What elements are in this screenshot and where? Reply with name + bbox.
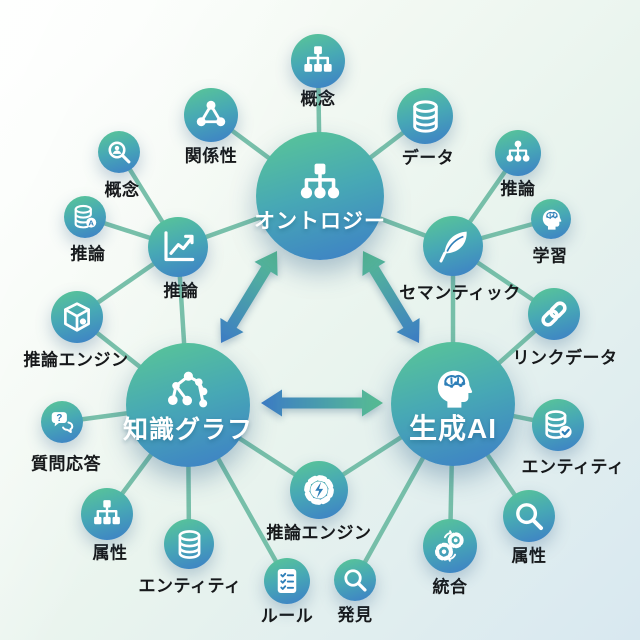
hierarchy-circles-icon <box>503 138 533 168</box>
node-label: 学習 <box>532 246 568 266</box>
node-inference-chart <box>148 217 208 277</box>
feather-icon <box>433 226 473 266</box>
node-semantic <box>423 216 483 276</box>
node-label: エンティティ <box>138 576 242 596</box>
search-icon <box>512 499 546 533</box>
cube-icon <box>60 300 94 334</box>
double-arrow <box>261 389 383 417</box>
node-generative-ai: 生成AI <box>391 342 515 466</box>
brain-head-icon <box>538 206 564 232</box>
svg-text:A: A <box>88 218 94 227</box>
gears-sync-icon <box>432 528 468 564</box>
org-chart-icon <box>295 159 345 209</box>
database-a-icon: A <box>71 203 99 231</box>
double-arrow <box>362 251 420 343</box>
node-label: 発見 <box>337 605 373 625</box>
svg-text:?: ? <box>56 413 62 424</box>
node-data <box>397 88 453 144</box>
gear-bolt-icon <box>300 471 338 509</box>
node-label: リンクデータ <box>512 348 618 368</box>
hierarchy-icon <box>90 497 124 531</box>
node-label: 推論エンジン <box>23 350 129 370</box>
node-inference-db: A <box>64 196 106 238</box>
node-learning <box>531 199 571 239</box>
node-relationship <box>184 88 238 142</box>
node-entity-bottom <box>164 519 214 569</box>
node-rule <box>264 558 310 604</box>
database-icon <box>173 528 206 561</box>
node-label: エンティティ <box>521 457 625 477</box>
hierarchy-icon <box>300 43 336 79</box>
database-icon <box>407 98 444 135</box>
node-label: 推論エンジン <box>266 523 372 543</box>
ai-head-brain-icon <box>429 364 477 412</box>
node-label: 推論 <box>500 179 536 199</box>
database-check-icon <box>541 408 575 442</box>
network-graph-icon <box>164 367 212 415</box>
node-label: オントロジー <box>254 209 386 233</box>
node-label: 質問応答 <box>31 454 101 474</box>
node-label: 推論 <box>163 281 199 301</box>
checklist-icon <box>272 566 302 596</box>
node-label: 属性 <box>511 546 547 566</box>
node-label: 関係性 <box>184 146 238 166</box>
node-label: 生成AI <box>408 413 497 445</box>
node-label: 推論 <box>70 244 106 264</box>
node-label: 知識グラフ <box>123 415 254 444</box>
node-inference-engine-cube <box>51 291 103 343</box>
node-label: 概念 <box>300 89 336 109</box>
node-inference-engine-gear <box>290 461 348 519</box>
node-inference-right <box>495 130 541 176</box>
node-question-answering: ? <box>41 401 83 443</box>
chain-link-icon <box>537 297 571 331</box>
node-label: ルール <box>260 606 314 626</box>
search-icon <box>341 566 369 594</box>
node-label: 統合 <box>432 577 468 597</box>
node-discovery <box>334 559 376 601</box>
node-ontology: オントロジー <box>254 132 386 260</box>
molecule-icon <box>193 97 229 133</box>
node-knowledge-graph: 知識グラフ <box>123 343 254 467</box>
node-label: セマンティック <box>399 283 521 303</box>
node-attribute-right <box>503 490 555 542</box>
node-label: 概念 <box>104 180 140 200</box>
search-user-icon <box>105 138 133 166</box>
node-concept-search <box>98 131 140 173</box>
node-attribute-left <box>81 488 133 540</box>
chat-question-icon: ? <box>48 408 76 436</box>
node-integration <box>423 519 477 573</box>
node-label: データ <box>401 148 455 168</box>
line-chart-icon <box>158 227 198 267</box>
node-entity-right <box>532 399 584 451</box>
double-arrow <box>220 251 278 343</box>
node-link-data <box>528 288 580 340</box>
node-concept-top <box>291 34 345 88</box>
node-label: 属性 <box>92 543 128 563</box>
